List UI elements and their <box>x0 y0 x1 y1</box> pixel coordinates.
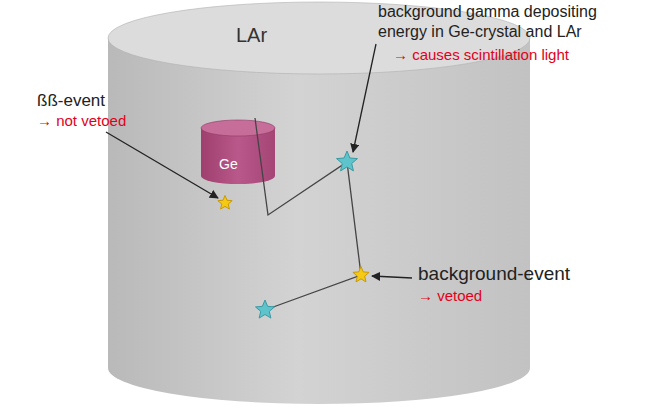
veto-note: → vetoed <box>418 287 482 306</box>
event-label: background gamma depositing energy in Ge… <box>378 2 618 42</box>
node-label: Ge <box>219 156 238 172</box>
event-label: ßß-event <box>37 90 105 111</box>
germanium-crystal: Ge <box>201 120 275 184</box>
label-holder: background gamma depositing energy in Ge… <box>378 2 618 42</box>
veto-note: → causes scintillation light <box>393 46 569 65</box>
cylinder-body <box>108 38 530 404</box>
cylinder-body <box>201 128 275 184</box>
cylinder-outline <box>201 120 275 184</box>
cylinder-top <box>201 120 275 136</box>
veto-note: → not vetoed <box>37 112 126 131</box>
node-label: LAr <box>236 24 267 47</box>
label-holder: → causes scintillation light <box>393 46 569 65</box>
event-label: background-event <box>418 262 570 286</box>
label-holder: background-event <box>418 262 570 286</box>
label-holder: ßß-event <box>37 90 105 111</box>
label-holder: → not vetoed <box>37 112 126 131</box>
label-holder: → vetoed <box>418 287 482 306</box>
